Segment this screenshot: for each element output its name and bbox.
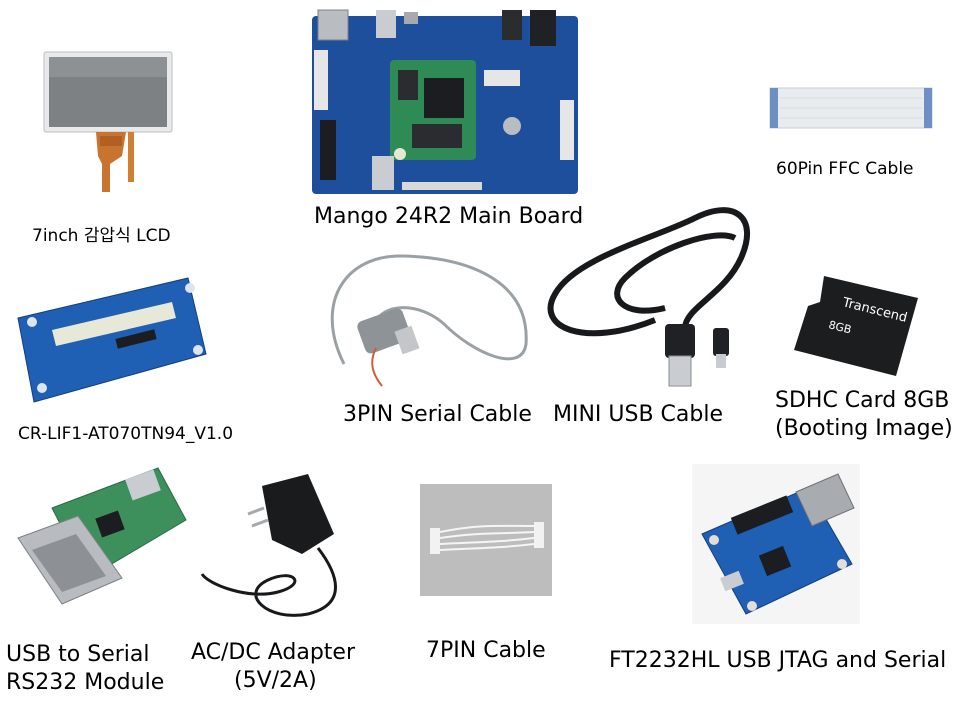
seven-pin-cable-image (420, 484, 552, 596)
usb-serial-label-line1: USB to Serial (6, 642, 150, 667)
sdhc-label-line2: (Booting Image) (775, 416, 953, 441)
sdhc-label-line1: SDHC Card 8GB (775, 388, 950, 413)
ffc-cable-label: 60Pin FFC Cable (776, 159, 914, 179)
serial-cable-image (330, 254, 528, 387)
usb-serial-module-image (17, 467, 187, 605)
adapter-label-line2: (5V/2A) (234, 668, 317, 693)
adapter-label-line1: AC/DC Adapter (191, 640, 356, 665)
lcd-label: 7inch 감압식 LCD (32, 226, 171, 246)
adapter-image (200, 474, 337, 617)
usb-serial-label-line2: RS232 Module (6, 670, 165, 695)
main-board-image (312, 9, 578, 194)
lcd-panel-image (43, 51, 173, 192)
lif-board-image (17, 277, 207, 403)
main-board-label: Mango 24R2 Main Board (314, 204, 584, 229)
sdhc-card-size: 8GB (827, 318, 853, 336)
seven-pin-label: 7PIN Cable (426, 638, 546, 663)
sdhc-card-image: Transcend 8GB (794, 276, 918, 376)
usb-cable-image (547, 207, 750, 387)
ffc-cable-image (769, 87, 933, 129)
usb-cable-label: MINI USB Cable (553, 402, 724, 427)
jtag-board-image (692, 464, 860, 624)
jtag-label: FT2232HL USB JTAG and Serial (609, 648, 947, 673)
lif-board-label: CR-LIF1-AT070TN94_V1.0 (18, 424, 234, 444)
serial-cable-label: 3PIN Serial Cable (343, 402, 532, 427)
